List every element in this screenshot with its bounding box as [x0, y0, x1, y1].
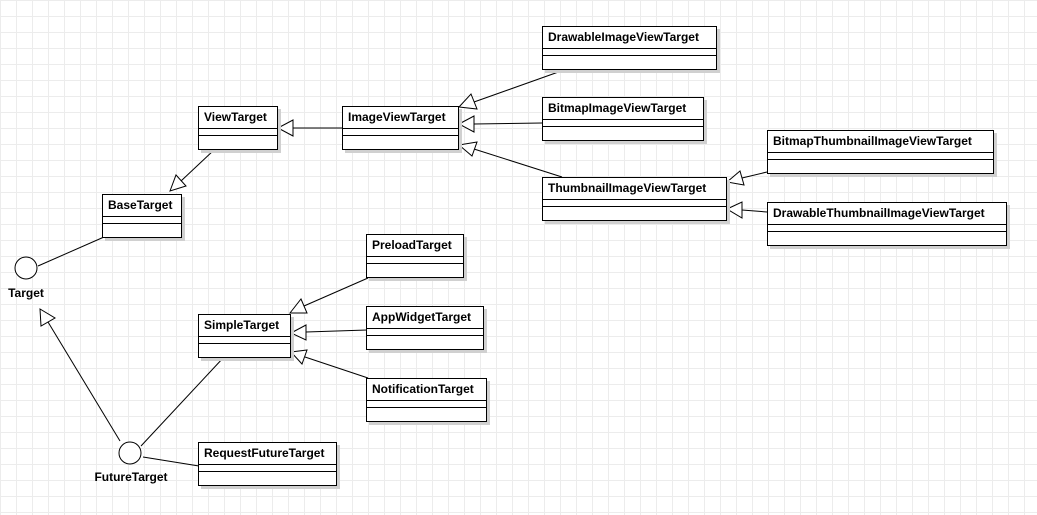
- line-appwidgettarget-simpletarget: [305, 329, 368, 333]
- interface-label-futuretarget: FutureTarget: [94, 470, 168, 484]
- arrowhead-viewtarget: [276, 119, 294, 137]
- line-futuretarget-target: [47, 321, 121, 442]
- interface-label-target: Target: [8, 286, 44, 300]
- line-bitmapthumbnail-thumbnail: [741, 171, 768, 179]
- arrowhead-imageviewtarget-top: [457, 93, 478, 110]
- attributes-section: [199, 465, 336, 472]
- operations-section: [543, 207, 726, 214]
- class-name: AppWidgetTarget: [367, 307, 483, 329]
- attributes-section: [367, 329, 483, 336]
- class-name: NotificationTarget: [367, 379, 486, 401]
- class-basetarget[interactable]: BaseTarget: [102, 194, 182, 238]
- class-name: SimpleTarget: [199, 315, 290, 337]
- line-thumbnailimageviewtarget-imageviewtarget: [473, 148, 563, 178]
- class-bitmapimageviewtarget[interactable]: BitmapImageViewTarget: [542, 97, 704, 141]
- class-simpletarget[interactable]: SimpleTarget: [198, 314, 291, 358]
- arrowhead-imageviewtarget-bottom: [457, 141, 478, 157]
- arrowhead-simpletarget-top: [288, 298, 308, 314]
- class-bitmapthumbnailimageviewtarget[interactable]: BitmapThumbnailImageViewTarget: [767, 130, 994, 174]
- line-notificationtarget-simpletarget: [304, 356, 369, 379]
- class-notificationtarget[interactable]: NotificationTarget: [366, 378, 487, 422]
- class-name: ThumbnailImageViewTarget: [543, 178, 726, 200]
- arrowhead-imageviewtarget-mid: [457, 115, 475, 133]
- class-appwidgettarget[interactable]: AppWidgetTarget: [366, 306, 484, 350]
- arrowhead-target: [39, 308, 56, 327]
- operations-section: [343, 136, 458, 143]
- class-name: BitmapThumbnailImageViewTarget: [768, 131, 993, 153]
- class-viewtarget[interactable]: ViewTarget: [198, 106, 278, 150]
- class-name: ImageViewTarget: [343, 107, 458, 129]
- class-name: DrawableImageViewTarget: [543, 27, 716, 49]
- attributes-section: [367, 257, 463, 264]
- class-drawableimageviewtarget[interactable]: DrawableImageViewTarget: [542, 26, 717, 70]
- arrowhead-thumbnail-bottom: [725, 201, 743, 219]
- attributes-section: [543, 120, 703, 127]
- class-preloadtarget[interactable]: PreloadTarget: [366, 234, 464, 278]
- attributes-section: [768, 153, 993, 160]
- line-viewtarget-basetarget: [180, 149, 215, 182]
- line-basetarget-target: [37, 236, 105, 267]
- line-simpletarget-futuretarget: [140, 356, 225, 447]
- operations-section: [199, 472, 336, 479]
- line-requestfuturetarget-futuretarget: [142, 456, 200, 467]
- arrowhead-simpletarget-mid: [289, 324, 307, 341]
- class-imageviewtarget[interactable]: ImageViewTarget: [342, 106, 459, 150]
- arrowhead-thumbnail-top: [725, 170, 745, 186]
- class-name: BitmapImageViewTarget: [543, 98, 703, 120]
- class-requestfuturetarget[interactable]: RequestFutureTarget: [198, 442, 337, 486]
- operations-section: [543, 56, 716, 63]
- class-name: ViewTarget: [199, 107, 277, 129]
- operations-section: [768, 160, 993, 167]
- attributes-section: [367, 401, 486, 408]
- arrowhead-basetarget: [169, 174, 187, 192]
- interface-circle-target: [14, 256, 38, 280]
- attributes-section: [768, 225, 1006, 232]
- operations-section: [543, 127, 703, 134]
- interface-circle-futuretarget: [118, 441, 142, 465]
- line-preloadtarget-simpletarget: [303, 277, 369, 307]
- operations-section: [199, 136, 277, 143]
- class-drawablethumbnailimageviewtarget[interactable]: DrawableThumbnailImageViewTarget: [767, 202, 1007, 246]
- class-name: BaseTarget: [103, 195, 181, 217]
- attributes-section: [199, 337, 290, 344]
- line-drawablethumbnail-thumbnail: [741, 209, 768, 213]
- operations-section: [768, 232, 1006, 239]
- operations-section: [367, 408, 486, 415]
- operations-section: [103, 224, 181, 231]
- arrowhead-simpletarget-bottom: [289, 349, 308, 365]
- class-name: PreloadTarget: [367, 235, 463, 257]
- operations-section: [367, 264, 463, 271]
- class-thumbnailimageviewtarget[interactable]: ThumbnailImageViewTarget: [542, 177, 727, 221]
- operations-section: [199, 344, 290, 351]
- attributes-section: [103, 217, 181, 224]
- line-bitmapimageviewtarget-imageviewtarget: [473, 122, 543, 125]
- class-name: RequestFutureTarget: [199, 443, 336, 465]
- line-drawableimageviewtarget-imageviewtarget: [473, 69, 565, 103]
- attributes-section: [543, 200, 726, 207]
- operations-section: [367, 336, 483, 343]
- class-name: DrawableThumbnailImageViewTarget: [768, 203, 1006, 225]
- attributes-section: [199, 129, 277, 136]
- attributes-section: [543, 49, 716, 56]
- attributes-section: [343, 129, 458, 136]
